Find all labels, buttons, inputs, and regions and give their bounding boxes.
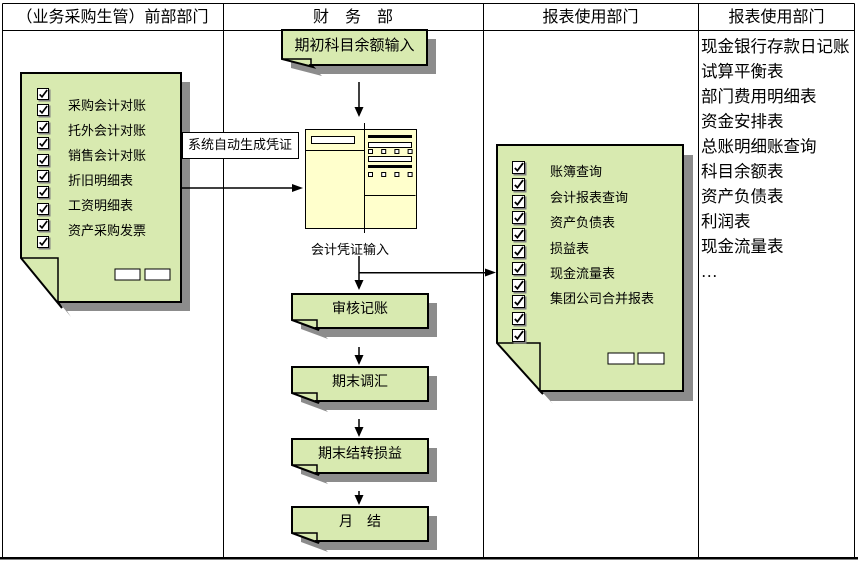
checked-checkbox-icon [512, 228, 525, 242]
report-list-item: … [701, 261, 718, 281]
doc1-button-1 [114, 268, 141, 281]
report-list: 现金银行存款日记账试算平衡表部门费用明细表资金安排表总账明细账查询科目余额表资产… [701, 34, 850, 284]
checked-checkbox-icon [512, 211, 525, 225]
form-sq2 [407, 172, 413, 177]
doc3-button-2 [637, 352, 665, 365]
doc3-item: 会计报表查询 [550, 189, 629, 205]
flow-step-label-1: 审核记账 [332, 302, 388, 317]
form-sq2 [381, 172, 387, 177]
checked-checkbox-icon [512, 312, 525, 326]
checked-checkbox-icon [512, 328, 525, 342]
doc3-item: 现金流量表 [550, 265, 616, 281]
checked-checkbox-icon [512, 194, 525, 208]
doc3-item: 资产负债表 [550, 215, 616, 231]
checked-checkbox-icon [37, 137, 49, 150]
form-sq [368, 149, 373, 154]
arrow-form-to-doc3-head [485, 268, 496, 277]
doc1-item-list: 采购会计对账托外会计对账销售会计对账折旧明细表工资明细表资产采购发票 [68, 93, 146, 243]
report-list-item: 科目余额表 [701, 161, 784, 181]
start-box-label: 期初科目余额输入 [294, 38, 415, 54]
doc3-button-1 [607, 352, 635, 365]
form-sq [381, 149, 387, 154]
report-list-item: 资金安排表 [701, 111, 784, 131]
checked-checkbox-icon [37, 202, 49, 215]
auto-generate-label: 系统自动生成凭证 [187, 137, 292, 152]
flow-step-label-2: 期末调汇 [332, 375, 388, 390]
doc3-item-list: 账簿查询会计报表查询资产负债表损益表现金流量表集团公司合并报表 [550, 159, 654, 311]
report-list-item: 利润表 [701, 211, 751, 231]
header-col2: 财 务 部 [312, 9, 393, 26]
doc1-button-2 [144, 268, 171, 281]
doc3-item: 集团公司合并报表 [550, 291, 655, 307]
doc1-item: 折旧明细表 [68, 172, 134, 188]
form-sq2 [394, 172, 400, 177]
flow-step-box-1-fold-crease [292, 319, 318, 327]
arrow-form-to-step1-head [354, 280, 364, 290]
doc3-item: 账簿查询 [550, 164, 603, 180]
form-sq2 [368, 172, 373, 177]
checked-checkbox-icon [37, 104, 49, 117]
doc3-checkbox-column [512, 161, 525, 342]
auto-generate-box [182, 132, 299, 159]
flow-step-box-4-fold-crease [292, 532, 318, 540]
arrow-start-to-form-head [354, 107, 364, 117]
form-title-field [311, 136, 355, 144]
checked-checkbox-icon [512, 295, 525, 309]
report-list-item: 部门费用明细表 [701, 86, 817, 106]
doc1-item: 销售会计对账 [68, 147, 147, 163]
checked-checkbox-icon [512, 161, 525, 174]
form-sq [394, 149, 400, 154]
form-sq [407, 149, 413, 154]
header-col4: 报表使用部门 [728, 9, 825, 26]
arrow-step3-step4-head [354, 495, 364, 505]
checked-checkbox-icon [37, 120, 49, 133]
form-caption: 会计凭证输入 [310, 242, 389, 257]
checked-checkbox-icon [37, 153, 49, 166]
header-col3: 报表使用部门 [542, 9, 639, 26]
doc1-item: 工资明细表 [68, 197, 134, 213]
doc1-item: 资产采购发票 [68, 222, 147, 238]
checked-checkbox-icon [512, 244, 525, 258]
arrow-step2-step3-head [354, 427, 364, 437]
start-box-fold-crease [282, 58, 312, 64]
report-list-item: 总账明细账查询 [701, 136, 817, 156]
doc1-checkbox-column [37, 88, 49, 248]
doc3-item: 损益表 [550, 240, 590, 256]
source-docs-note-fold-crease [21, 257, 59, 301]
form-field-1 [368, 142, 412, 148]
checked-checkbox-icon [37, 88, 49, 100]
flow-step-label-4: 月 结 [339, 515, 381, 530]
arrow-step1-step2-head [354, 355, 364, 365]
form-bar-1 [368, 135, 412, 138]
checked-checkbox-icon [37, 186, 49, 199]
flow-step-label-3: 期末结转损益 [318, 447, 402, 462]
arrow-doc1-to-form-head [292, 184, 303, 192]
checked-checkbox-icon [37, 235, 49, 248]
flow-step-box-2-fold-crease [292, 392, 318, 400]
checked-checkbox-icon [37, 169, 49, 182]
checked-checkbox-icon [512, 177, 525, 191]
doc1-item: 托外会计对账 [68, 122, 147, 138]
checked-checkbox-icon [512, 261, 525, 275]
report-list-item: 资产负债表 [701, 186, 784, 206]
checked-checkbox-icon [37, 219, 49, 232]
checked-checkbox-icon [512, 278, 525, 292]
report-list-item: 试算平衡表 [701, 61, 784, 81]
report-list-item: 现金银行存款日记账 [701, 36, 850, 56]
form-bar-2 [368, 165, 412, 168]
report-docs-note-fold-crease [497, 342, 541, 390]
doc1-item: 采购会计对账 [68, 97, 147, 113]
flow-step-box-3-fold-crease [292, 464, 318, 472]
header-col1: （业务采购生管）前部部门 [16, 9, 209, 26]
form-field-2 [368, 156, 412, 162]
report-list-item: 现金流量表 [701, 236, 784, 256]
